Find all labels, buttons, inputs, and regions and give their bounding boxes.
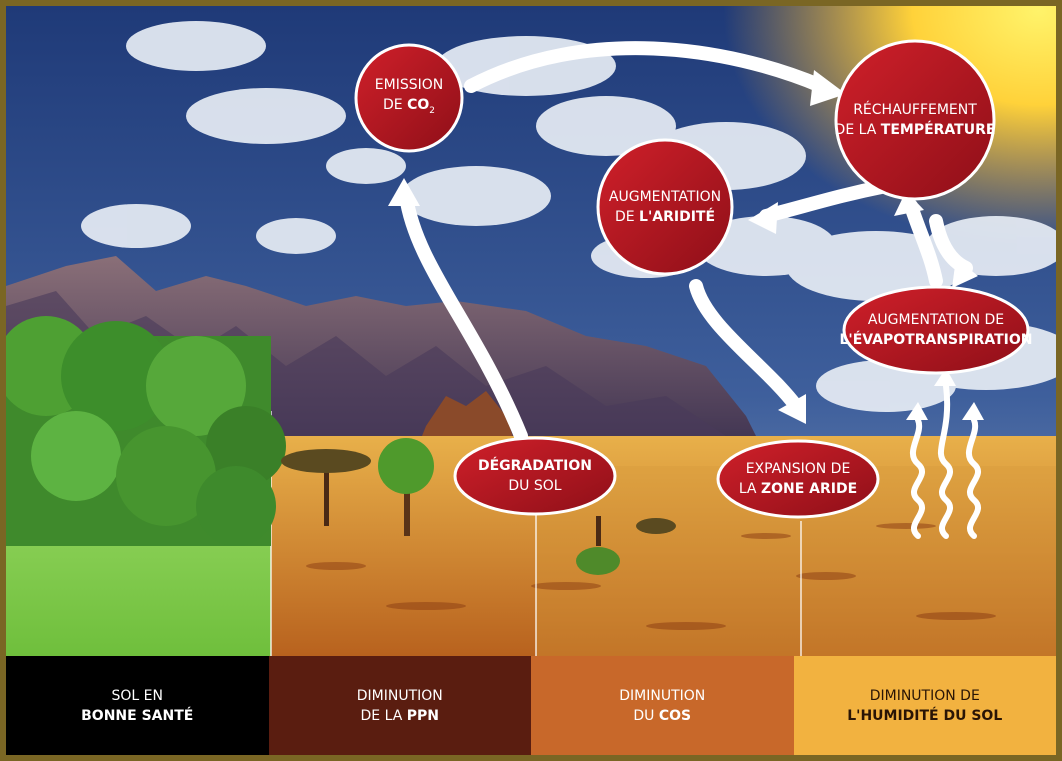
emission-line2: DE CO2 xyxy=(383,95,435,121)
node-emission-co2: EMISSION DE CO2 xyxy=(356,60,462,136)
band-soc-bold: COS xyxy=(658,707,692,724)
emission-line1: EMISSION xyxy=(374,77,444,94)
expansion-prefix: LA xyxy=(738,481,761,497)
landscape-scene: EMISSION DE CO2 RÉCHAUFFEMENT DE LA TEMP… xyxy=(6,6,1056,656)
landscape-illustration xyxy=(6,6,1056,656)
expansion-line2: LA ZONE ARIDE xyxy=(739,479,857,499)
band-moisture-line1: DIMINUTION DE xyxy=(869,687,980,704)
band-soil-moisture-decrease: DIMINUTION DE L'HUMIDITÉ DU SOL xyxy=(793,656,1056,755)
evapo-bold: L'ÉVAPOTRANSPIRATION xyxy=(839,332,1033,348)
arrow-evapo-to-warming xyxy=(904,199,943,288)
node-degradation: DÉGRADATION DU SOL xyxy=(455,448,615,504)
band-soc-decrease: DIMINUTION DU COS xyxy=(531,656,794,755)
emission-co: CO xyxy=(407,97,430,114)
band-soc-line1: DIMINUTION xyxy=(619,687,706,704)
arrow-degradation-to-emission xyxy=(399,189,528,443)
emission-circle xyxy=(354,43,464,153)
aridity-bold: L'ARIDITÉ xyxy=(639,209,716,225)
degradation-bold: DÉGRADATION xyxy=(477,458,593,474)
band-healthy-bold: BONNE SANTÉ xyxy=(81,707,194,724)
savanna-trees xyxy=(281,438,676,575)
warming-prefix: DE LA xyxy=(834,122,881,138)
expansion-line1: EXPANSION DE xyxy=(745,461,851,477)
warming-line1: RÉCHAUFFEMENT xyxy=(853,102,977,118)
node-evapotranspiration: AUGMENTATION DE L'ÉVAPOTRANSPIRATION xyxy=(840,302,1033,358)
node-aridity: AUGMENTATION DE L'ARIDITÉ xyxy=(598,179,732,235)
band-soc-line2: DU COS xyxy=(633,706,691,726)
heat-wave-heads xyxy=(906,368,984,420)
arrow-warming-to-aridity xyxy=(759,179,893,223)
band-npp-line1: DIMINUTION xyxy=(356,687,443,704)
expansion-bold: ZONE ARIDE xyxy=(760,481,858,497)
emission-subscript: 2 xyxy=(429,105,435,116)
expansion-ellipse xyxy=(716,439,880,519)
band-soc-prefix: DU xyxy=(633,707,659,724)
warming-bold: TEMPÉRATURE xyxy=(880,122,996,138)
band-moisture-bold: L'HUMIDITÉ DU SOL xyxy=(847,707,1003,724)
evapo-line1: AUGMENTATION DE xyxy=(867,312,1005,328)
arrow-emission-to-warming xyxy=(464,41,828,93)
healthy-trees xyxy=(6,316,286,546)
band-npp-prefix: DE LA xyxy=(360,707,407,724)
heat-waves xyxy=(909,383,981,539)
aridity-line1: AUGMENTATION xyxy=(608,189,722,205)
aridity-line2: DE L'ARIDITÉ xyxy=(615,207,715,227)
degradation-ellipse xyxy=(453,436,617,516)
band-healthy-line1: SOL EN xyxy=(111,687,163,704)
band-healthy-line2: BONNE SANTÉ xyxy=(81,706,193,726)
warming-line2: DE LA TEMPÉRATURE xyxy=(835,120,996,140)
node-warming: RÉCHAUFFEMENT DE LA TEMPÉRATURE xyxy=(826,92,1004,148)
band-npp-bold: PPN xyxy=(406,707,439,724)
node-shapes xyxy=(354,39,1030,519)
node-expansion: EXPANSION DE LA ZONE ARIDE xyxy=(718,451,878,507)
arrow-aridity-to-expansion xyxy=(689,279,803,413)
band-healthy-soil: SOL EN BONNE SANTÉ xyxy=(6,656,269,755)
ground-texture xyxy=(306,523,996,630)
band-moisture-line2: L'HUMIDITÉ DU SOL xyxy=(847,706,1002,726)
emission-prefix: DE xyxy=(383,97,408,114)
flow-arrows xyxy=(399,41,973,443)
aridity-circle xyxy=(596,138,734,276)
arrow-heads xyxy=(388,70,978,424)
bottom-bands: SOL EN BONNE SANTÉ DIMINUTION DE LA PPN … xyxy=(6,656,1056,755)
band-npp-decrease: DIMINUTION DE LA PPN xyxy=(268,656,531,755)
evapo-ellipse xyxy=(842,285,1030,375)
band-npp-line2: DE LA PPN xyxy=(361,706,439,726)
warming-circle xyxy=(834,39,996,201)
degradation-line2: DU SOL xyxy=(508,478,562,494)
aridity-prefix: DE xyxy=(614,209,640,225)
